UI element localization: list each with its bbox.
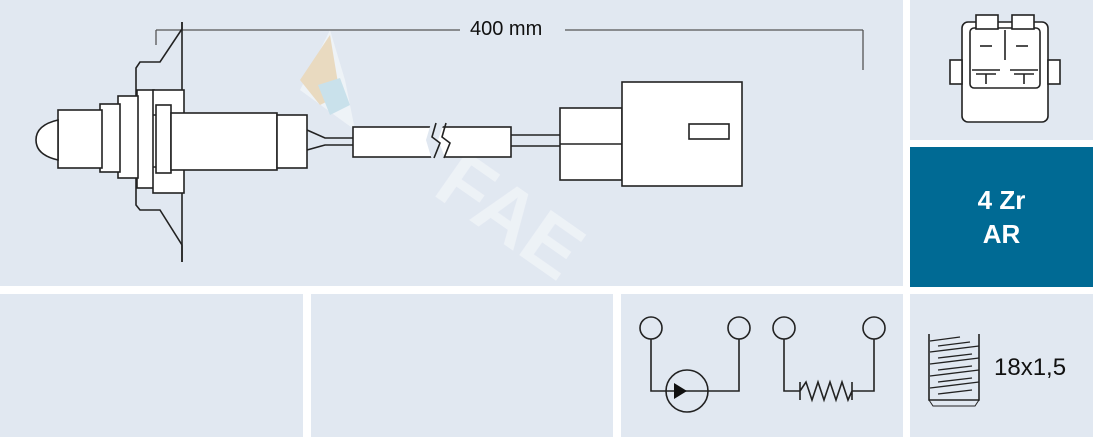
heater-circuit [772, 316, 886, 403]
wiring-diagram-panel [621, 294, 903, 437]
thread-panel: 18x1,5 [910, 294, 1093, 437]
fae-watermark: FAE [300, 30, 600, 296]
length-dimension-label: 400 mm [470, 18, 543, 40]
empty-panel-2 [311, 294, 613, 437]
oxygen-sensor-drawing: FAE [35, 22, 864, 296]
product-drawing-panel: FAE 400 mm [0, 0, 903, 296]
circuit-diagram [639, 316, 886, 413]
empty-panel-1 [0, 294, 303, 437]
thread-icon [928, 334, 980, 407]
connector-icon [949, 14, 1061, 123]
sensor-type-line1: 4 Zr [977, 185, 1026, 215]
sensor-type-line2: AR [982, 219, 1021, 249]
thread-size-label: 18x1,5 [994, 354, 1067, 381]
connector-panel [910, 0, 1093, 140]
sensor-type-badge: 4 Zr AR [910, 147, 1093, 287]
sensor-element-circuit [639, 316, 751, 413]
dimension-line [155, 29, 864, 70]
